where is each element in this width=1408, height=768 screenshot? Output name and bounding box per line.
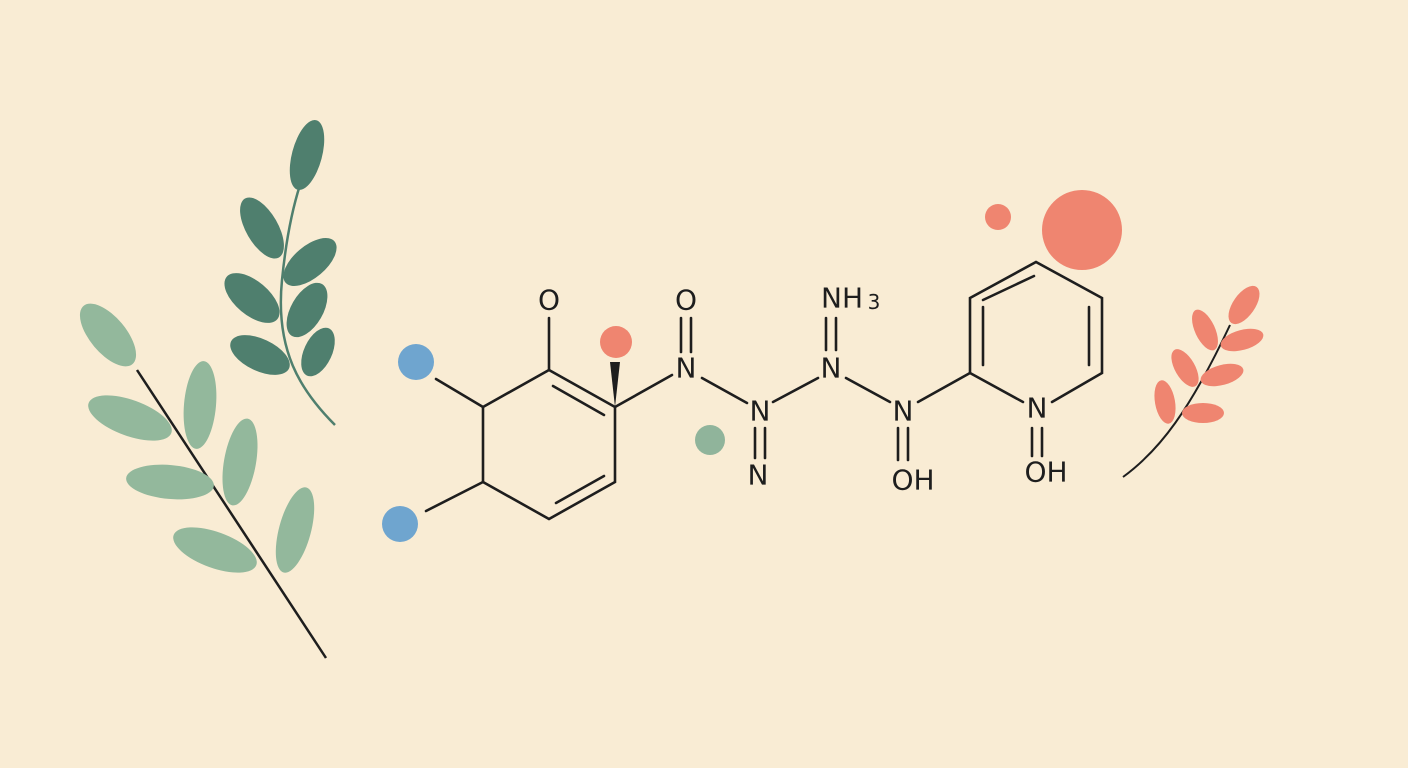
orange-leaf-branch (1122, 285, 1264, 478)
atom-o: O (675, 284, 697, 317)
atom-nh3-subscript: 3 (868, 290, 881, 314)
atom-n: N (893, 395, 914, 428)
atom-n: N (750, 395, 771, 428)
red-dot-large (1042, 190, 1122, 270)
red-dot (985, 204, 1011, 230)
atom-oh: OH (891, 464, 934, 497)
blue-dot (398, 344, 434, 380)
atom-o: O (538, 284, 560, 317)
light-leaf-branch (79, 303, 328, 659)
atom-n: N (676, 352, 697, 385)
atom-n: N (1027, 392, 1048, 425)
red-dot (600, 326, 632, 358)
bonds (424, 260, 1104, 521)
green-dot (695, 425, 725, 455)
atom-n: N (821, 352, 842, 385)
blue-dot (382, 506, 418, 542)
atom-oh: OH (1024, 456, 1067, 489)
atom-n: N (748, 459, 769, 492)
atom-nh3: NH (821, 282, 863, 315)
dark-leaf-branch (224, 120, 337, 426)
